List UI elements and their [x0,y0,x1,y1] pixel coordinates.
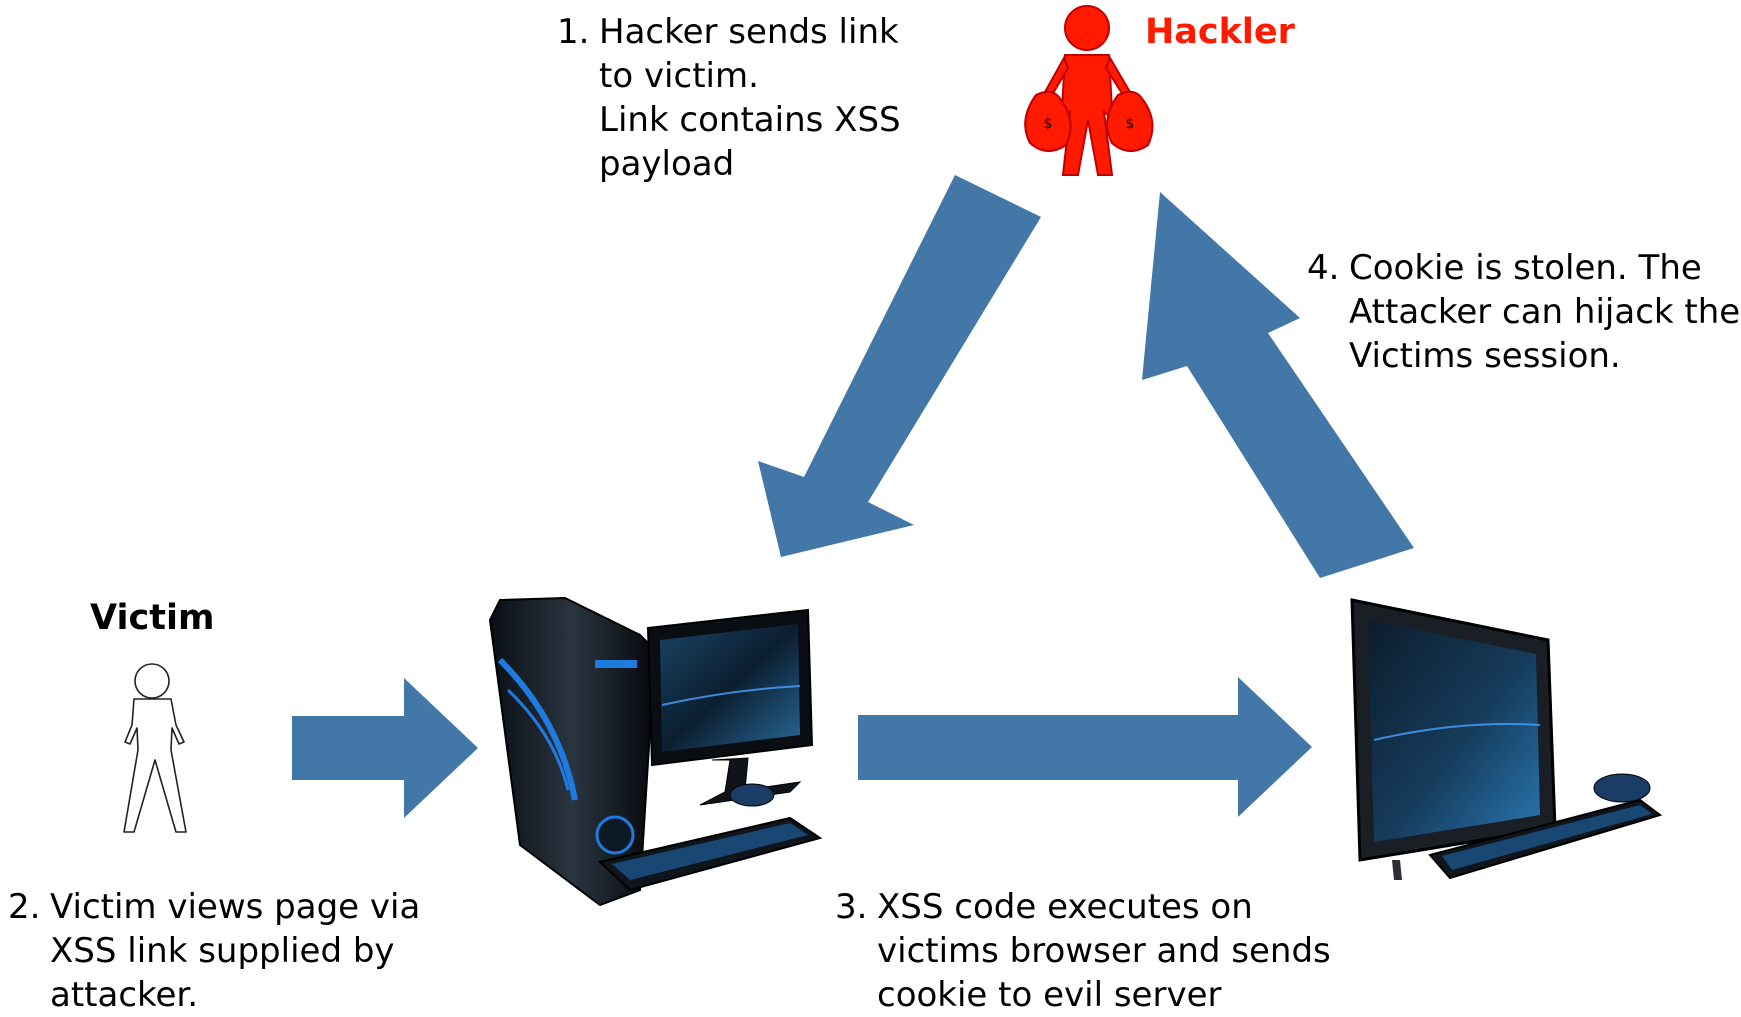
step-2-line-1: Victim views page via [50,887,421,927]
step-1-line-4: payload [599,144,735,184]
step-4-line-2: Attacker can hijack the [1349,292,1741,332]
step-1-line-2: to victim. [599,56,759,96]
step-3-line-3: cookie to evil server [877,975,1222,1015]
step-2-number: 2. [8,887,41,927]
svg-text:$: $ [1126,116,1135,132]
step-3-line-2: victims browser and sends [877,931,1331,971]
svg-text:$: $ [1044,116,1053,132]
step-1-number: 1. [557,12,590,52]
step-4-line-3: Victims session. [1349,336,1621,376]
victim-label: Victim [90,598,215,638]
step-4-line-1: Cookie is stolen. The [1349,248,1702,288]
step-1-text: 1. Hacker sends link to victim. Link con… [557,10,901,186]
step-2-line-2: XSS link supplied by [50,931,395,971]
step-1-line-1: Hacker sends link [599,12,899,52]
step-3-number: 3. [835,887,868,927]
step-2-text: 2. Victim views page via XSS link suppli… [8,885,420,1017]
arrow-victim-to-computer [292,678,478,818]
arrow-server-to-hacker [1142,192,1414,578]
hacker-label: Hackler [1145,12,1295,52]
step-1-line-3: Link contains XSS [599,100,901,140]
step-4-text: 4. Cookie is stolen. The Attacker can hi… [1307,246,1740,378]
step-3-line-1: XSS code executes on [877,887,1253,927]
arrow-hacker-to-computer [758,175,1041,557]
step-4-number: 4. [1307,248,1340,288]
arrow-computer-to-server [858,677,1312,817]
step-3-text: 3. XSS code executes on victims browser … [835,885,1331,1017]
step-2-line-3: attacker. [50,975,199,1015]
